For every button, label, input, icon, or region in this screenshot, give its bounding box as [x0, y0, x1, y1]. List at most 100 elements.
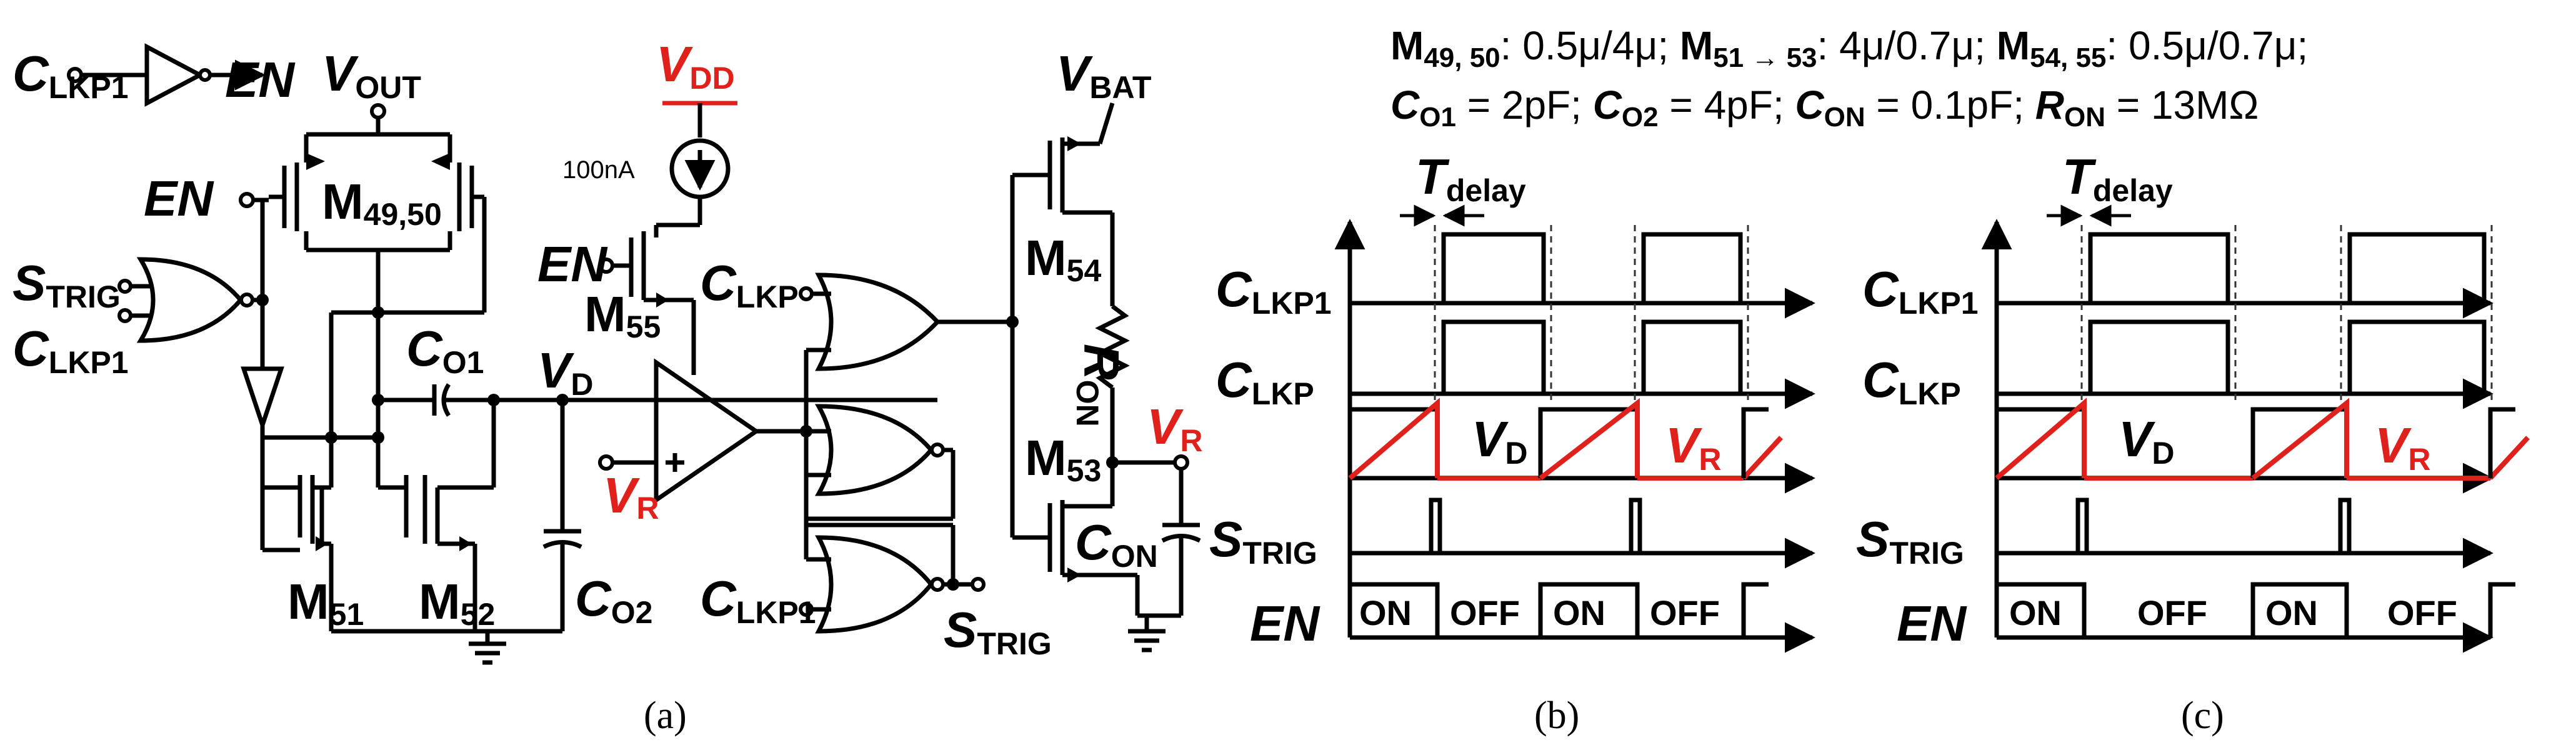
label-con: CON: [1075, 514, 1158, 574]
vr-ramp-0: [1348, 398, 1440, 481]
spec-fragment-0: M: [1390, 23, 1424, 68]
spec-fragment-5: : 4μ/0.7μ;: [1817, 23, 1997, 68]
spec-fragment-7: ON: [1824, 102, 1865, 132]
en-state-0: ON: [1359, 593, 1412, 632]
en-state-3: OFF: [1650, 593, 1720, 632]
strig-pulse-0: [1429, 498, 1442, 553]
spec-fragment-4: 51 → 53: [1713, 42, 1817, 73]
spec-fragment-11: = 13MΩ: [2105, 82, 2259, 128]
label-m53: M53: [1025, 430, 1101, 488]
label-vr-comp: VR: [603, 468, 659, 526]
spec-fragment-4: O2: [1622, 102, 1659, 132]
clkp1-pulse-1: [2347, 232, 2487, 303]
label-clkp1-left: CLKP1: [12, 321, 129, 380]
en-tail: [1741, 582, 1769, 638]
label-m52: M52: [419, 574, 495, 632]
label-vd: VD: [1472, 411, 1527, 471]
caption-c: (c): [2181, 694, 2224, 737]
label-clkp: CLKP: [700, 255, 799, 314]
en-state-1: OFF: [2137, 593, 2207, 632]
spec-line-1: M49, 50: 0.5μ/4μ; M51 → 53: 4μ/0.7μ; M54…: [1390, 23, 2308, 73]
vr-ramp-2: [2251, 398, 2349, 481]
spec-fragment-2: : 0.5μ/4μ;: [1500, 23, 1680, 68]
label-en-m55: EN: [537, 236, 608, 292]
spec-fragment-7: 54, 55: [2030, 42, 2106, 73]
label-m55: M55: [584, 286, 661, 344]
spec-line-2: CO1 = 2pF; CO2 = 4pF; CON = 0.1pF; RON =…: [1390, 82, 2259, 132]
label-strig-out: STRIG: [944, 602, 1052, 661]
label-strig: STRIG: [1856, 511, 1964, 571]
clkp-pulse-1: [2347, 319, 2487, 394]
en-state-1: OFF: [1450, 593, 1520, 632]
label-clkp1-nor: CLKP1: [700, 571, 816, 630]
clkp1-pulse-0: [2088, 232, 2230, 303]
panel-a-circuit: CLKP1 EN VOUT M49,50 EN STRIG CLKP1: [12, 36, 1202, 665]
vr-tail: [2489, 436, 2530, 480]
en-state-3: OFF: [2387, 593, 2457, 632]
strig-pulse-1: [2338, 498, 2352, 553]
label-vd: VD: [537, 342, 593, 402]
en-state-2: ON: [2265, 593, 2318, 632]
label-en: EN: [1897, 596, 1967, 651]
en-state-0: ON: [2009, 593, 2062, 632]
label-co1: CO1: [406, 321, 484, 380]
vd-tail: [1741, 407, 1769, 478]
label-m54: M54: [1025, 230, 1101, 288]
label-clkp1-top: CLKP1: [12, 46, 129, 105]
spec-fragment-3: C: [1593, 82, 1622, 128]
label-en-in: EN: [144, 171, 214, 226]
en-tail: [2488, 582, 2515, 638]
label-strig: STRIG: [1209, 511, 1317, 571]
label-strig: STRIG: [12, 255, 121, 314]
spec-fragment-1: 49, 50: [1424, 42, 1500, 73]
spec-fragment-5: = 4pF;: [1659, 82, 1795, 128]
label-vr-right: VR: [1147, 399, 1202, 458]
vr-ramp-2: [1539, 398, 1640, 481]
vr-ramp-0: [1995, 398, 2087, 481]
strig-pulse-1: [1629, 498, 1642, 553]
spec-fragment-6: C: [1795, 82, 1824, 128]
top-inverter: [67, 43, 266, 107]
clkp1-pulse-1: [1641, 232, 1743, 303]
label-m4950: M49,50: [322, 174, 442, 232]
label-clkp: CLKP: [1216, 352, 1314, 411]
label-vbat: VBAT: [1056, 46, 1151, 105]
label-ron: RON: [1070, 344, 1129, 427]
label-tdelay: Tdelay: [2062, 149, 2173, 208]
spec-fragment-8: = 0.1pF;: [1865, 82, 2035, 128]
spec-fragment-8: : 0.5μ/0.7μ;: [2106, 23, 2308, 68]
label-current: 100nA: [562, 156, 635, 184]
label-co2: CO2: [575, 571, 652, 630]
spec-fragment-3: M: [1680, 23, 1713, 68]
label-vd: VD: [2119, 411, 2174, 471]
label-vr: VR: [2375, 418, 2430, 477]
vd-tail: [2488, 407, 2515, 478]
clkp-pulse-1: [1641, 319, 1743, 394]
label-m51: M51: [287, 574, 364, 632]
vr-tail: [1742, 436, 1783, 480]
spec-fragment-10: ON: [2064, 102, 2105, 132]
label-vdd: VDD: [656, 36, 735, 96]
label-vr: VR: [1665, 418, 1721, 477]
label-clkp1: CLKP1: [1216, 261, 1332, 321]
label-en-out: EN: [225, 52, 296, 108]
label-en: EN: [1250, 596, 1320, 651]
clkp-pulse-0: [1441, 319, 1546, 394]
strig-pulse-0: [2075, 498, 2089, 553]
spec-fragment-9: R: [2035, 82, 2064, 128]
clkp-pulse-0: [2088, 319, 2230, 394]
spec-fragment-2: = 2pF;: [1456, 82, 1593, 128]
label-tdelay: Tdelay: [1415, 149, 1526, 208]
label-vout: VOUT: [322, 46, 421, 105]
spec-fragment-0: C: [1390, 82, 1420, 128]
caption-b: (b): [1534, 694, 1579, 737]
label-clkp1: CLKP1: [1862, 261, 1979, 321]
en-state-2: ON: [1553, 593, 1605, 632]
label-clkp: CLKP: [1862, 352, 1961, 411]
clkp1-pulse-0: [1441, 232, 1546, 303]
spec-fragment-1: O1: [1419, 102, 1456, 132]
caption-a: (a): [644, 694, 687, 737]
